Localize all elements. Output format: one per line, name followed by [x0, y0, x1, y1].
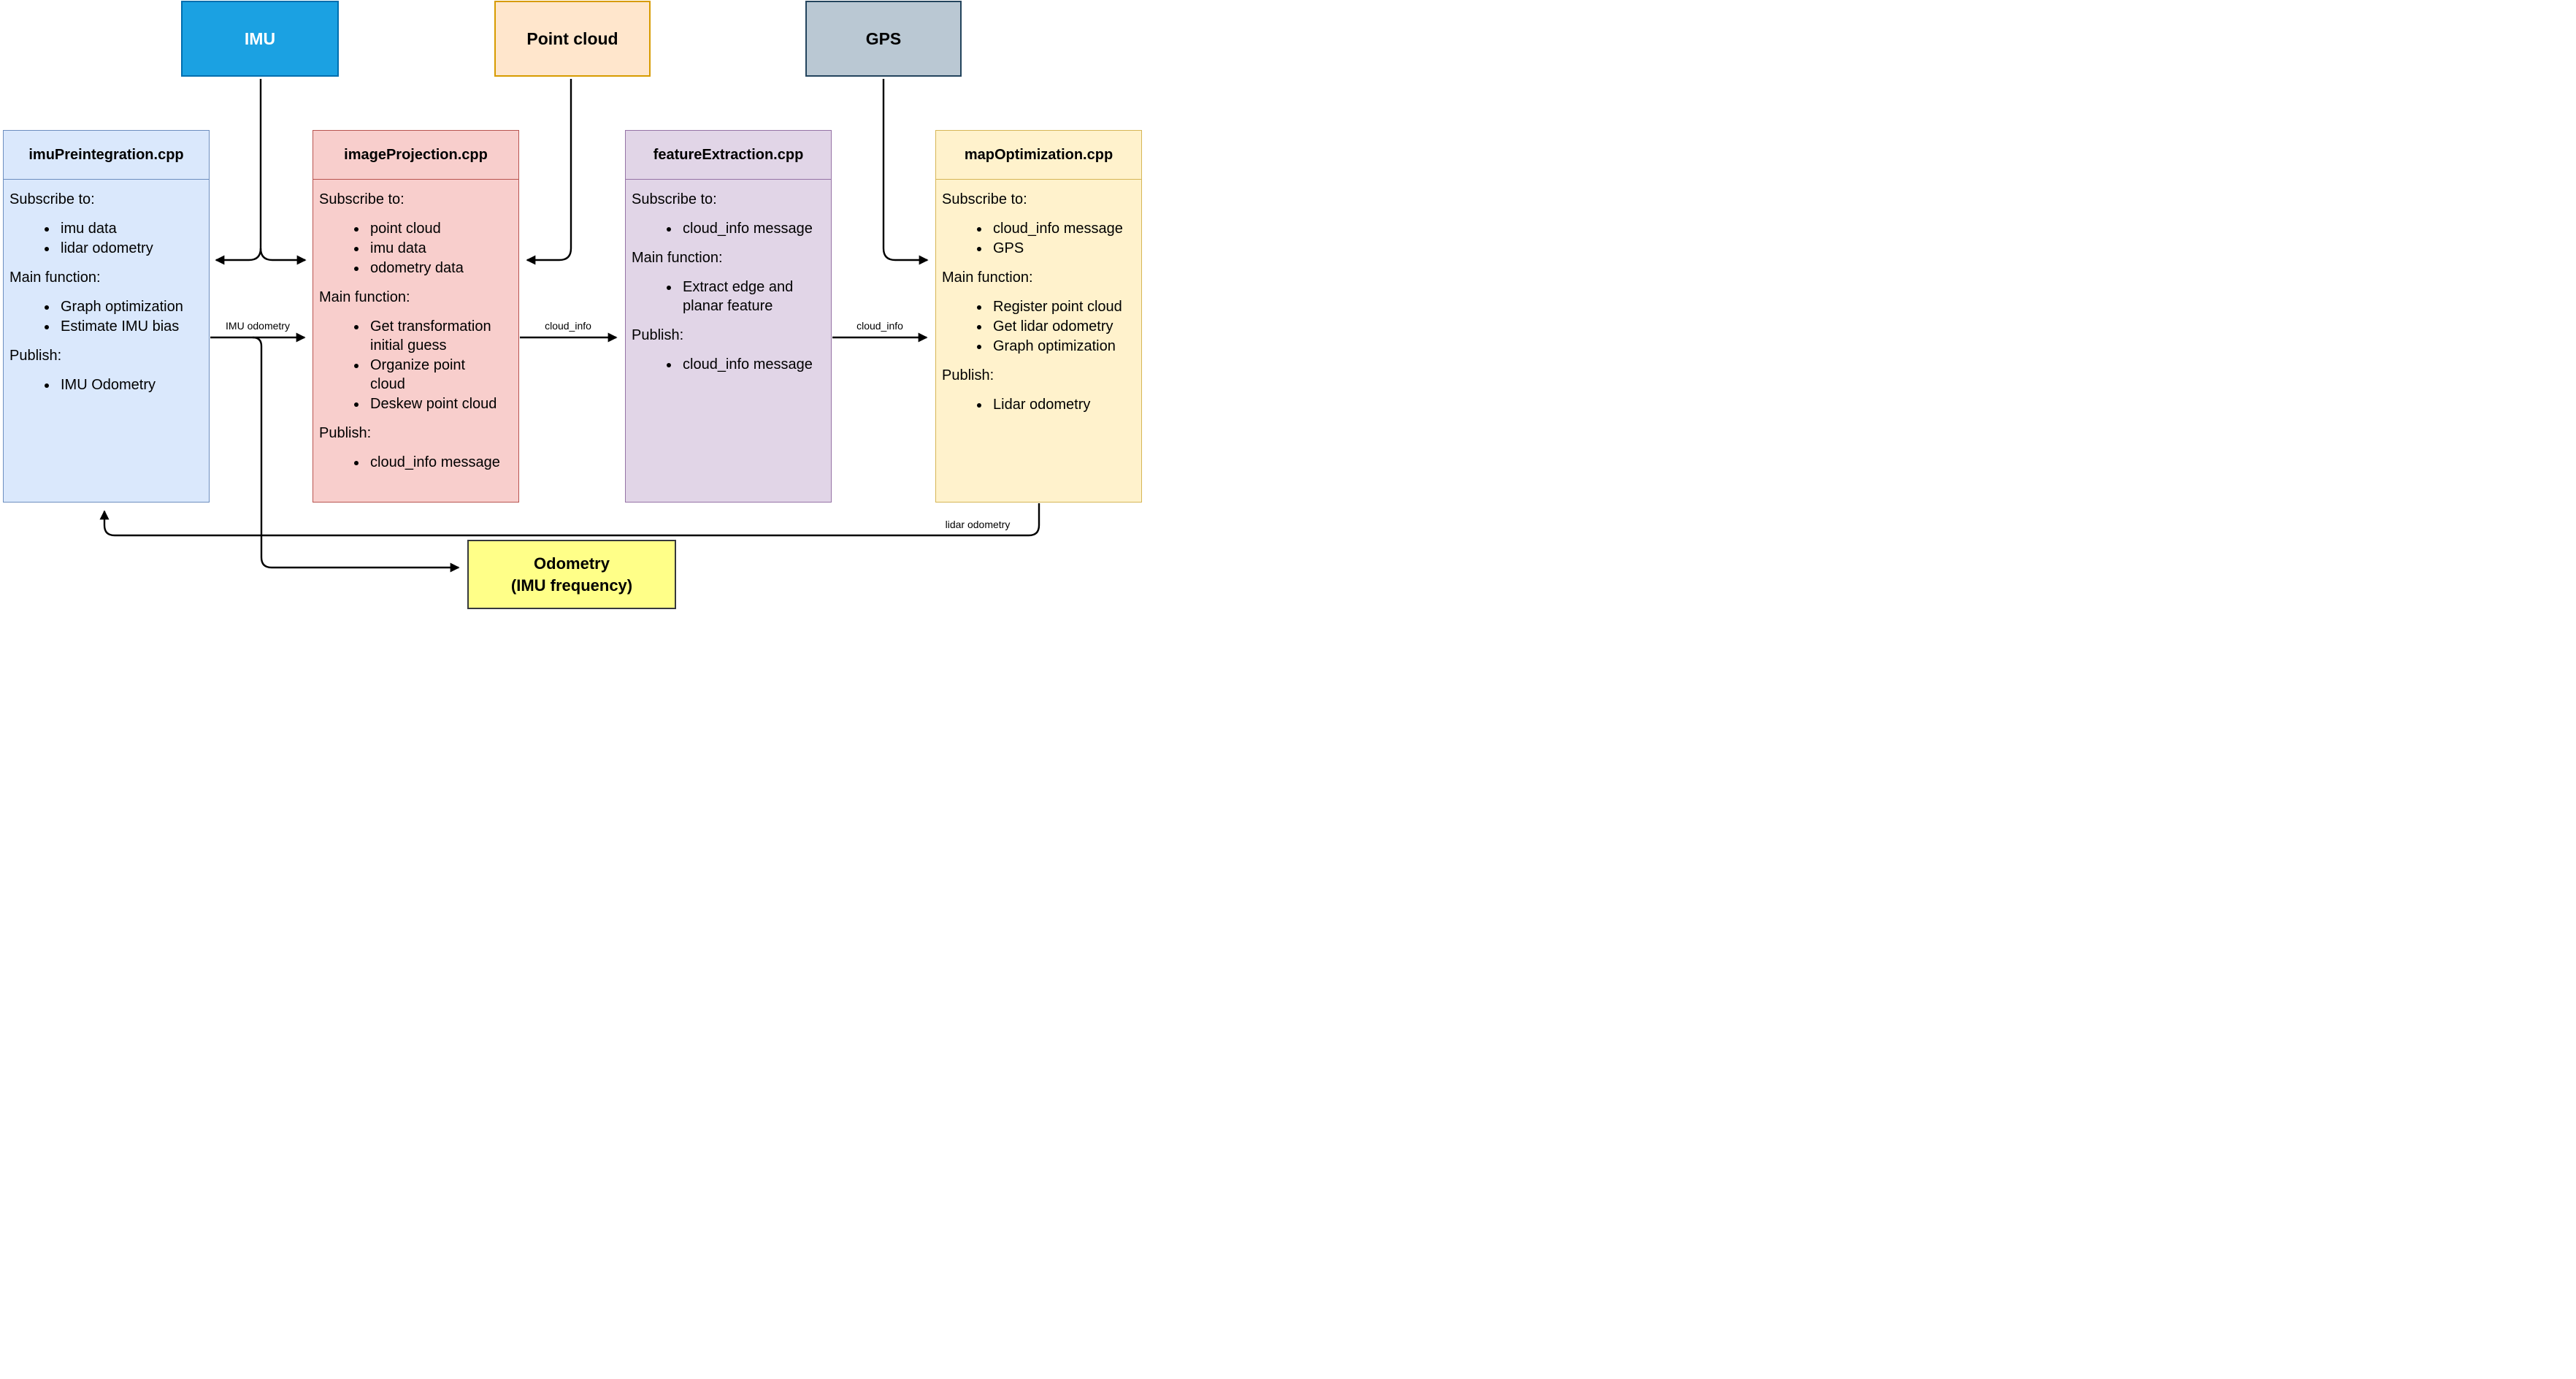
list-item: Register point cloud	[990, 297, 1123, 316]
list-item: Deskew point cloud	[367, 394, 500, 413]
list-item: IMU Odometry	[58, 375, 191, 394]
node-imageprojection-title: imageProjection.cpp	[313, 131, 518, 180]
node-imupreintegration-body: Subscribe to: imu data lidar odometry Ma…	[4, 180, 209, 394]
list-item: Get transformation initial guess	[367, 317, 500, 355]
publish-list: cloud_info message	[319, 453, 514, 472]
list-item: Graph optimization	[58, 297, 191, 316]
publish-list: IMU Odometry	[9, 375, 204, 394]
edge-label-lidar-odometry: lidar odometry	[946, 519, 1011, 530]
list-item: cloud_info message	[990, 219, 1123, 238]
list-item: cloud_info message	[367, 453, 500, 472]
node-featureextraction-title: featureExtraction.cpp	[626, 131, 831, 180]
odometry-output-line1: Odometry	[534, 554, 610, 573]
edge-imu-to-imageprojection	[259, 248, 307, 265]
node-pointcloud-label: Point cloud	[526, 28, 618, 48]
main-function-heading: Main function:	[632, 250, 723, 266]
list-item: Extract edge and planar feature	[680, 278, 813, 316]
main-function-heading: Main function:	[9, 270, 101, 286]
odometry-output-line2: (IMU frequency)	[510, 576, 633, 595]
node-gps-source: GPS	[805, 1, 962, 77]
list-item: Lidar odometry	[990, 395, 1123, 414]
edge-pointcloud-to-imageprojection	[526, 79, 572, 265]
list-item: GPS	[990, 239, 1123, 258]
publish-list: cloud_info message	[632, 355, 827, 374]
node-odometry-output: Odometry (IMU frequency)	[467, 540, 676, 609]
node-imu-source: IMU	[181, 1, 339, 77]
node-featureextraction: featureExtraction.cpp Subscribe to: clou…	[625, 130, 832, 503]
edge-gps-to-mapoptimization	[882, 79, 929, 265]
list-item: lidar odometry	[58, 239, 191, 258]
node-imageprojection: imageProjection.cpp Subscribe to: point …	[313, 130, 519, 503]
node-imageprojection-body: Subscribe to: point cloud imu data odome…	[313, 180, 518, 472]
list-item: Get lidar odometry	[990, 317, 1123, 336]
edge-label-cloud-info-2: cloud_info	[856, 320, 903, 332]
list-item: Graph optimization	[990, 337, 1123, 356]
publish-heading: Publish:	[632, 327, 684, 343]
node-imu-label: IMU	[244, 28, 276, 48]
main-function-list: Graph optimization Estimate IMU bias	[9, 297, 204, 336]
publish-heading: Publish:	[942, 367, 994, 383]
list-item: Estimate IMU bias	[58, 317, 191, 336]
edge-imu-to-imupreintegration	[215, 79, 262, 265]
list-item: imu data	[367, 239, 500, 258]
subscribe-list: imu data lidar odometry	[9, 219, 204, 258]
node-pointcloud-source: Point cloud	[494, 1, 651, 77]
edge-label-cloud-info-1: cloud_info	[545, 320, 591, 332]
list-item: point cloud	[367, 219, 500, 238]
edge-label-imu-odometry: IMU odometry	[226, 320, 290, 332]
list-item: odometry data	[367, 259, 500, 278]
node-mapoptimization-title: mapOptimization.cpp	[936, 131, 1141, 180]
subscribe-heading: Subscribe to:	[942, 191, 1027, 207]
node-featureextraction-body: Subscribe to: cloud_info message Main fu…	[626, 180, 831, 374]
publish-heading: Publish:	[9, 348, 62, 364]
list-item: cloud_info message	[680, 219, 813, 238]
node-gps-label: GPS	[865, 28, 902, 48]
main-function-list: Extract edge and planar feature	[632, 278, 827, 316]
main-function-heading: Main function:	[942, 270, 1033, 286]
main-function-list: Register point cloud Get lidar odometry …	[942, 297, 1137, 356]
list-item: cloud_info message	[680, 355, 813, 374]
subscribe-heading: Subscribe to:	[632, 191, 717, 207]
subscribe-list: cloud_info message GPS	[942, 219, 1137, 258]
publish-heading: Publish:	[319, 425, 372, 441]
subscribe-list: point cloud imu data odometry data	[319, 219, 514, 278]
list-item: Organize point cloud	[367, 356, 500, 394]
subscribe-list: cloud_info message	[632, 219, 827, 238]
publish-list: Lidar odometry	[942, 395, 1137, 414]
edge-lidar-odometry-feedback	[99, 503, 1040, 537]
node-imupreintegration-title: imuPreintegration.cpp	[4, 131, 209, 180]
node-imupreintegration: imuPreintegration.cpp Subscribe to: imu …	[3, 130, 210, 503]
diagram-canvas: IMU Point cloud GPS imuPreintegration.cp…	[0, 0, 1145, 613]
node-mapoptimization: mapOptimization.cpp Subscribe to: cloud_…	[935, 130, 1142, 503]
list-item: imu data	[58, 219, 191, 238]
main-function-heading: Main function:	[319, 289, 410, 305]
node-mapoptimization-body: Subscribe to: cloud_info message GPS Mai…	[936, 180, 1141, 414]
main-function-list: Get transformation initial guess Organiz…	[319, 317, 514, 413]
subscribe-heading: Subscribe to:	[319, 191, 405, 207]
subscribe-heading: Subscribe to:	[9, 191, 95, 207]
